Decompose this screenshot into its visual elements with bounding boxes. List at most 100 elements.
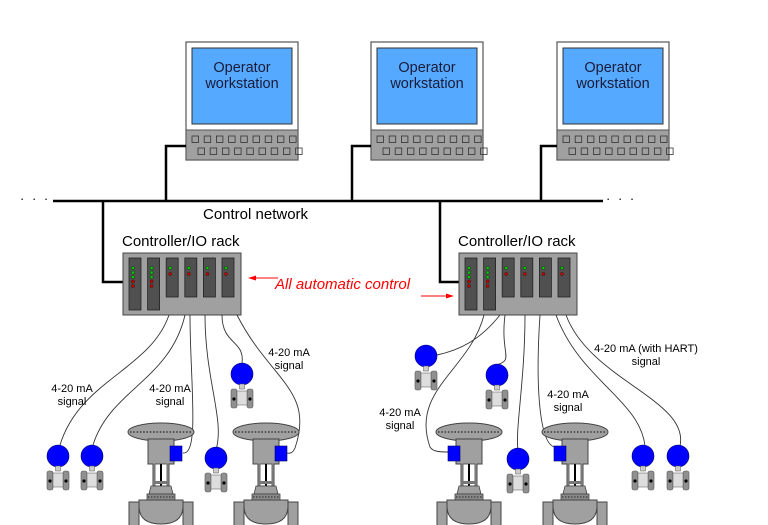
keyboard-key [425,135,433,143]
pressure-transmitter[interactable] [204,446,228,493]
operator-workstation-2[interactable]: Operator workstation [370,41,488,161]
keyboard-key [660,135,668,143]
keyboard-key [289,135,297,143]
keyboard-keys [191,135,303,155]
svg-text:signal: signal [386,420,415,432]
workstation-label-line1: Operator [398,60,455,76]
signal-label-left-3: 4-20 mA signal [268,347,310,372]
status-led-red [131,284,135,288]
keyboard-key [277,135,285,143]
status-led-green [467,275,471,279]
status-led-red [168,272,173,276]
signal-label-right-3: 4-20 mA (with HART) signal [594,343,698,368]
keyboard-keys [376,135,488,155]
control-valve[interactable] [435,422,503,525]
operator-workstation-3[interactable]: Operator workstation [556,41,674,161]
control-valve[interactable] [127,422,195,525]
valve-positioner [553,445,567,462]
workstation-label-line1: Operator [213,60,270,76]
pressure-transmitter[interactable] [506,447,530,494]
operator-workstation-1[interactable]: Operator workstation [185,41,303,161]
arrow-left-head [248,275,256,281]
io-card[interactable] [501,257,515,298]
network-right-ellipsis: · · · [606,191,636,206]
svg-text:4-20 mA (with HART): 4-20 mA (with HART) [594,343,698,355]
keyboard-key [611,135,619,143]
keyboard-key [443,147,451,155]
keyboard-key [641,147,650,155]
svg-text:signal: signal [554,402,583,414]
status-led-red [523,272,527,276]
pressure-transmitter[interactable] [485,363,509,410]
status-led-red [131,279,135,284]
svg-text:4-20 mA: 4-20 mA [379,407,421,419]
controller-card[interactable] [483,257,497,311]
keyboard-key [455,147,464,155]
ws1-drop [164,144,186,201]
svg-text:4-20 mA: 4-20 mA [149,383,191,395]
svg-text:signal: signal [156,396,185,408]
status-led-red [149,284,154,288]
controller-card[interactable] [128,257,142,311]
arrow-right-head [446,293,454,299]
signal-wiring [59,314,682,454]
io-card[interactable] [165,257,179,298]
workstation-label-line2: workstation [575,76,649,92]
controller-card[interactable] [464,257,478,311]
signal-label-left-2: 4-20 mA signal [149,383,191,408]
control-valve[interactable] [232,422,300,525]
io-card[interactable] [221,257,235,298]
keyboard-key [295,147,303,155]
controller-io-rack-1[interactable] [122,252,242,316]
hart-transmitter[interactable] [666,444,690,491]
control-valve[interactable] [541,422,609,525]
pressure-transmitter[interactable] [80,444,104,491]
status-led-red [485,279,490,284]
valve-positioner [447,445,461,462]
status-led-red [467,284,471,288]
svg-text:signal: signal [58,396,87,408]
valve-positioner [169,445,183,462]
workstation-label-line1: Operator [584,60,641,76]
svg-text:4-20 mA: 4-20 mA [268,347,310,359]
keyboard-key [191,135,199,143]
keyboard-key [562,135,570,143]
status-led-green [523,266,527,270]
status-led-green [131,270,135,275]
keyboard-key [419,147,427,155]
pressure-transmitter[interactable] [230,362,254,409]
status-led-red [187,272,191,276]
rack1-drop [101,201,123,284]
workstation-label-line2: workstation [204,76,278,92]
keyboard-key [203,135,212,143]
io-card[interactable] [520,257,534,298]
status-led-green [541,266,546,270]
status-led-green [131,275,135,279]
keyboard-key [222,147,230,155]
controller-card[interactable] [147,257,161,311]
io-card[interactable] [557,257,571,298]
keyboard-key [246,147,254,155]
io-card[interactable] [184,257,198,298]
hart-transmitter[interactable] [631,444,655,491]
pressure-transmitter[interactable] [46,444,70,491]
signal-label-right-1: 4-20 mA signal [379,407,421,432]
keyboard-key [568,147,576,155]
pressure-transmitter[interactable] [414,344,438,391]
valve-positioner [274,445,288,462]
keyboard-key [270,147,279,155]
status-led-green [205,266,210,270]
keyboard-key [234,147,242,155]
network-label: Control network [203,206,309,223]
io-card[interactable] [539,257,552,298]
keyboard-key [197,147,205,155]
controller-io-rack-2[interactable] [458,252,578,316]
svg-text:4-20 mA: 4-20 mA [51,383,93,395]
keyboard-key [480,147,488,155]
keyboard-key [629,147,637,155]
keyboard-key [388,135,397,143]
rack2-drop [438,201,459,284]
io-card[interactable] [203,257,216,298]
workstation-label-line2: workstation [389,76,463,92]
control-network [53,144,603,284]
